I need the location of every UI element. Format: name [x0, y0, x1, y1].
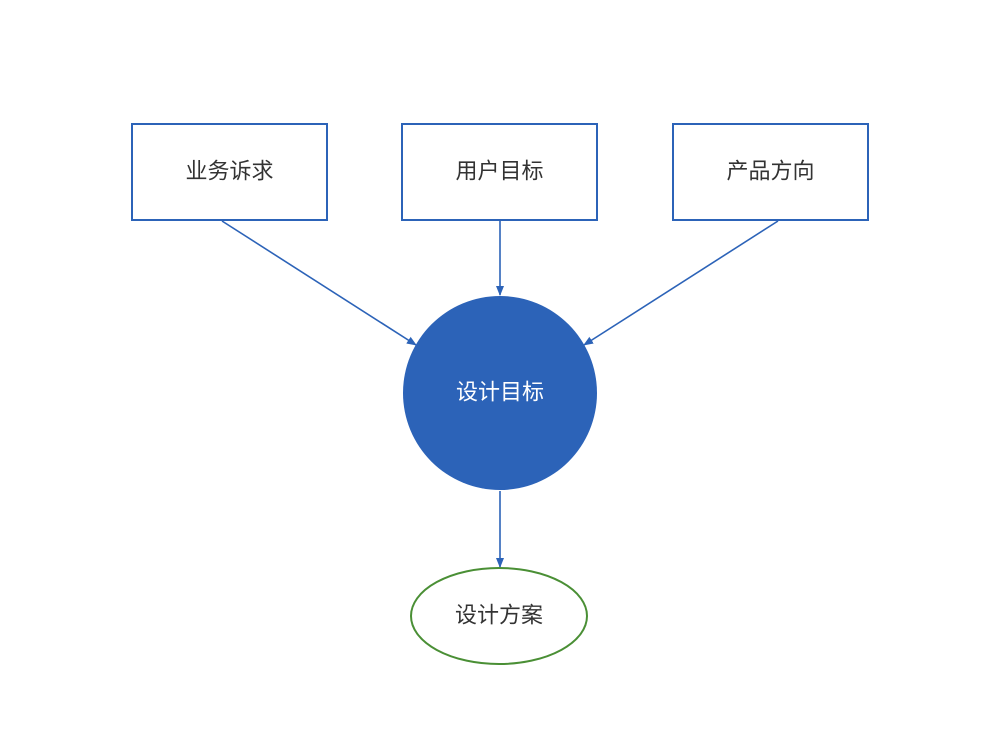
node-label: 产品方向 — [726, 160, 814, 185]
node-product-direction: 产品方向 — [672, 123, 869, 221]
node-box — [672, 123, 869, 221]
node-design-goal: 设计目标 — [403, 296, 597, 490]
node-label: 业务诉求 — [185, 160, 273, 185]
edge-product-to-goal — [583, 220, 779, 346]
node-label: 设计方案 — [455, 604, 543, 629]
node-label: 设计目标 — [456, 381, 544, 406]
node-box — [401, 123, 598, 221]
node-user-goal: 用户目标 — [401, 123, 598, 221]
node-design-solution: 设计方案 — [410, 567, 588, 665]
node-circle — [403, 296, 597, 490]
node-label: 用户目标 — [455, 160, 543, 185]
edge-business-to-goal — [221, 220, 417, 346]
node-box — [131, 123, 328, 221]
node-business-requirement: 业务诉求 — [131, 123, 328, 221]
node-ellipse — [410, 567, 588, 665]
